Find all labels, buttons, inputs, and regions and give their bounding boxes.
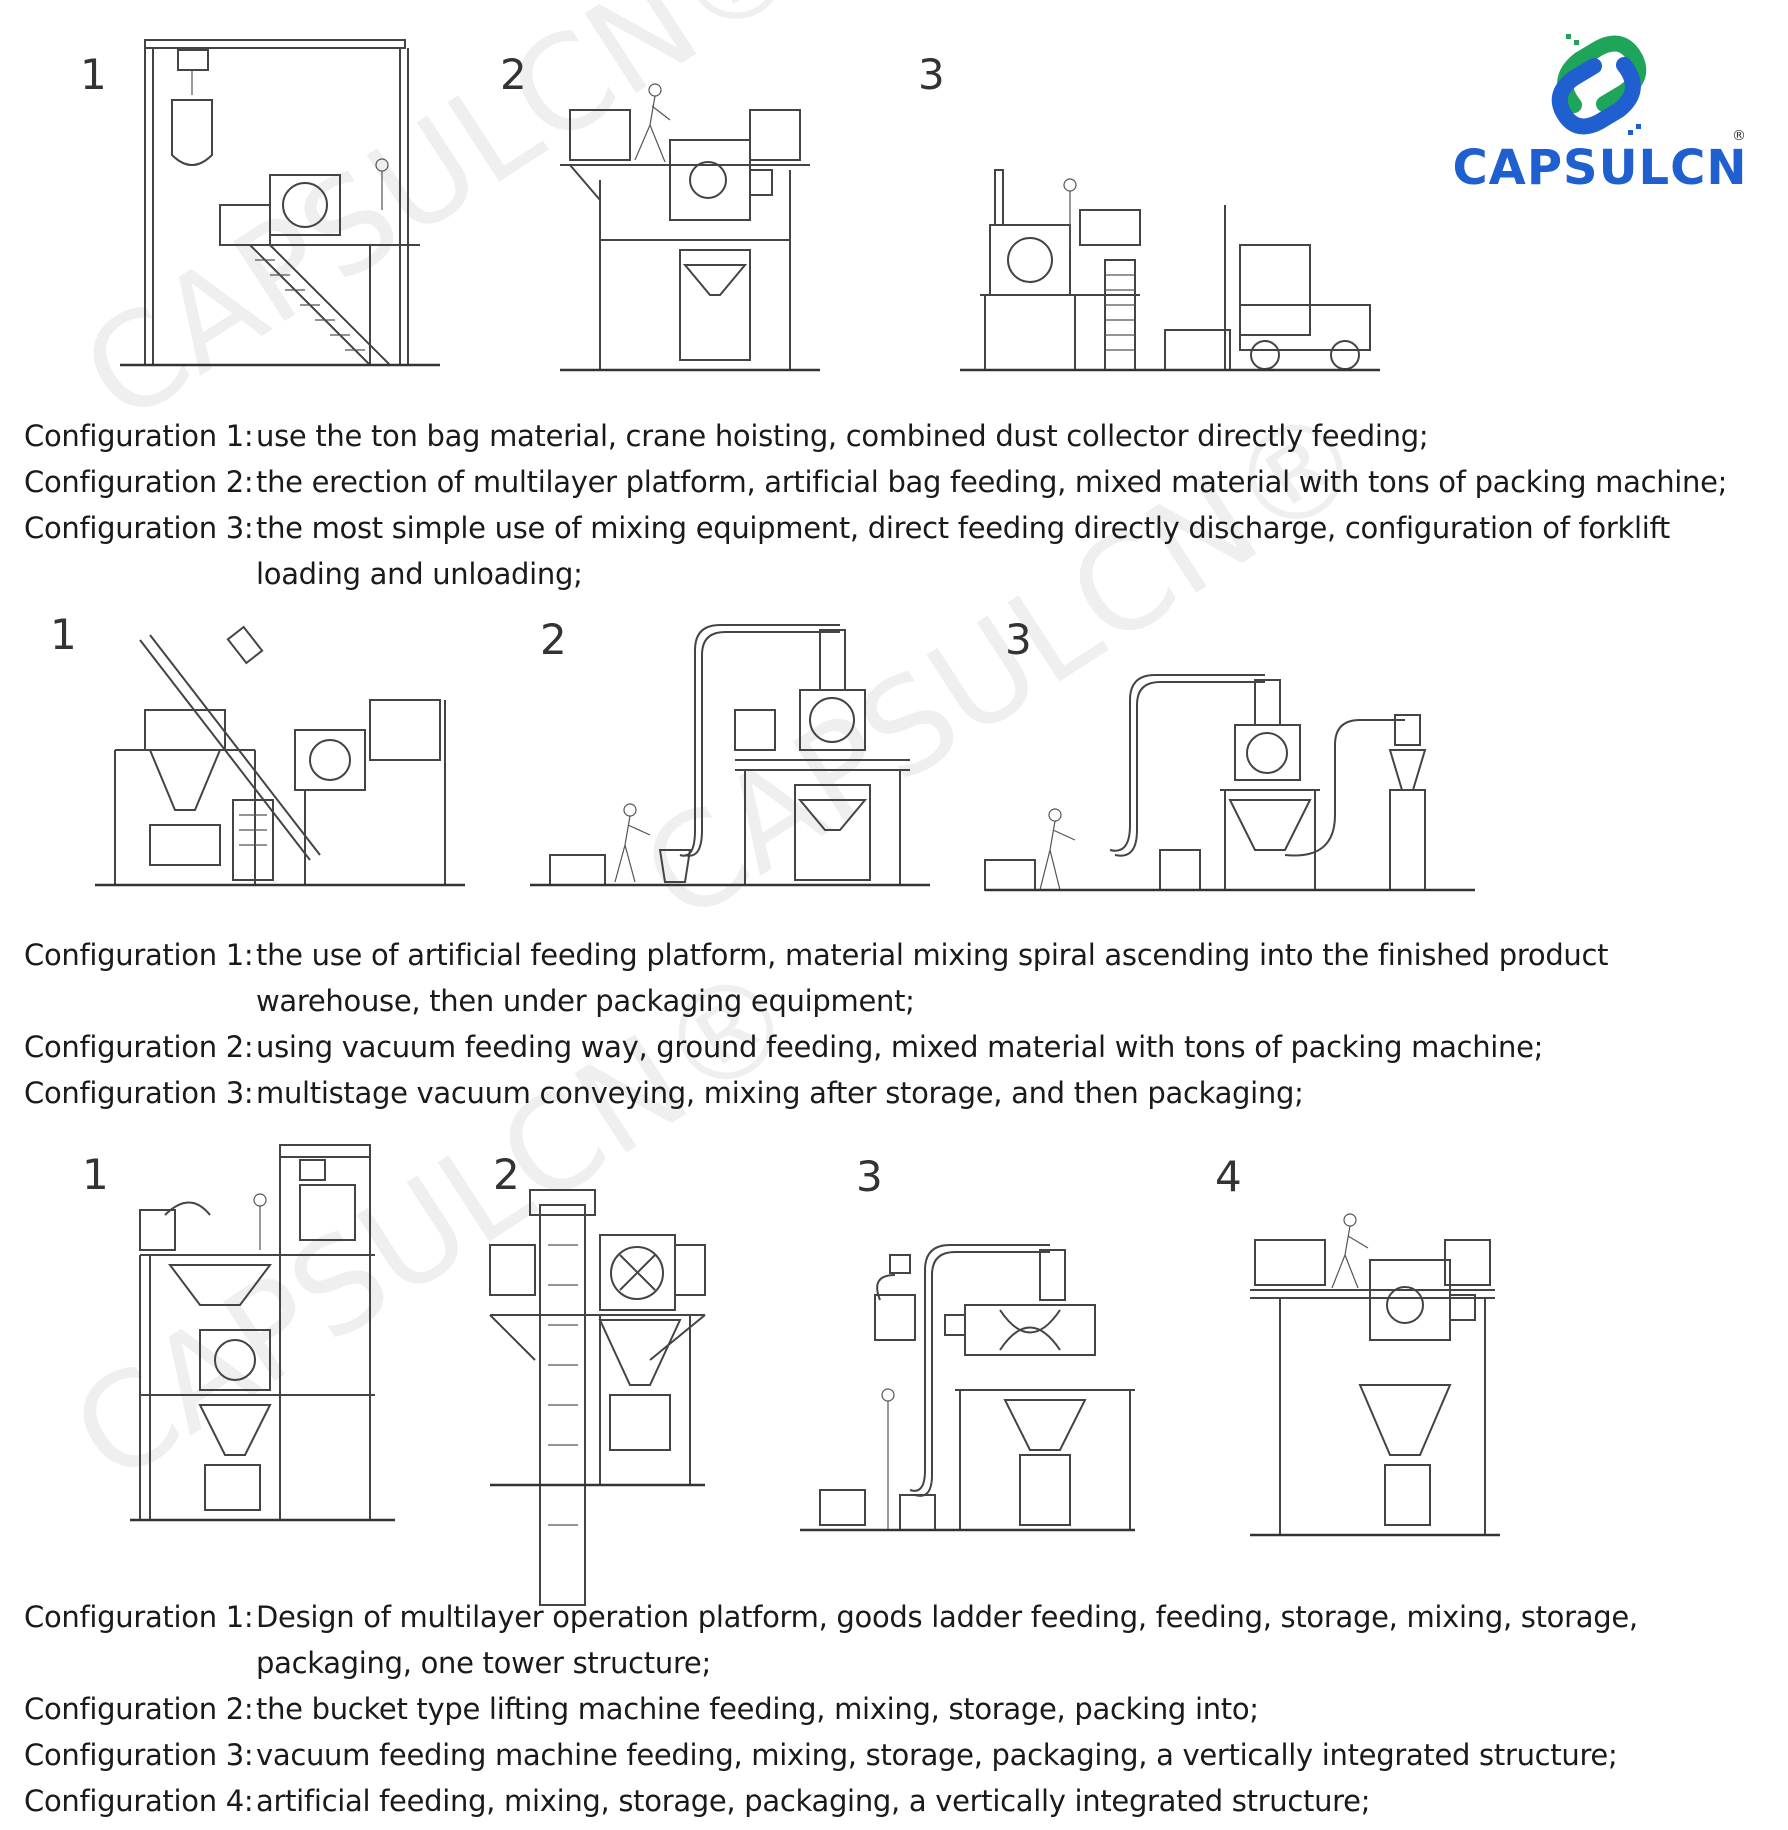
section-2: 1 2 3 <box>0 600 1788 1130</box>
diagram-spiral-ascending <box>95 620 465 895</box>
caption-text: using vacuum feeding way, ground feeding… <box>256 1030 1544 1064</box>
section-1: 1 2 3 <box>0 0 1788 600</box>
caption-item: Configuration 2: using vacuum feeding wa… <box>24 1024 1764 1070</box>
section-3: 1 2 3 4 <box>0 1130 1788 1830</box>
caption-label: Configuration 2: <box>24 1030 254 1064</box>
caption-label: Configuration 2: <box>24 1692 254 1726</box>
diagram-number: 3 <box>918 50 945 99</box>
diagram-multilayer-platform <box>560 80 820 380</box>
company-logo: CAPSULCN ® <box>1450 30 1750 200</box>
caption-list: Configuration 1: the use of artificial f… <box>24 932 1764 1116</box>
diagram-number: 2 <box>500 50 527 99</box>
caption-item: Configuration 3: the most simple use of … <box>24 505 1764 597</box>
caption-label: Configuration 3: <box>24 1076 254 1110</box>
logo-mark-icon <box>1551 34 1647 135</box>
diagram-number: 2 <box>540 615 567 664</box>
diagram-tower-structure <box>130 1145 395 1530</box>
diagram-artificial-feeding-tower <box>1250 1210 1500 1540</box>
caption-list: Configuration 1: Design of multilayer op… <box>24 1594 1764 1824</box>
diagram-forklift-loading <box>960 165 1380 380</box>
caption-item: Configuration 2: the bucket type lifting… <box>24 1686 1764 1732</box>
diagram-vacuum-feeding <box>530 620 930 895</box>
diagram-number: 3 <box>856 1152 883 1201</box>
caption-item: Configuration 3: vacuum feeding machine … <box>24 1732 1764 1778</box>
caption-text: use the ton bag material, crane hoisting… <box>256 419 1429 453</box>
caption-label: Configuration 1: <box>24 938 254 972</box>
caption-label: Configuration 2: <box>24 465 254 499</box>
caption-item: Configuration 1: use the ton bag materia… <box>24 413 1764 459</box>
caption-item: Configuration 4: artificial feeding, mix… <box>24 1778 1764 1824</box>
caption-text: artificial feeding, mixing, storage, pac… <box>256 1784 1371 1818</box>
caption-item: Configuration 2: the erection of multila… <box>24 459 1764 505</box>
caption-text: the use of artificial feeding platform, … <box>256 938 1609 1018</box>
diagram-bucket-elevator <box>490 1185 720 1605</box>
caption-label: Configuration 4: <box>24 1784 254 1818</box>
caption-label: Configuration 3: <box>24 1738 254 1772</box>
caption-item: Configuration 1: the use of artificial f… <box>24 932 1764 1024</box>
diagram-number: 4 <box>1215 1152 1242 1201</box>
caption-label: Configuration 1: <box>24 1600 254 1634</box>
diagram-number: 1 <box>50 610 77 659</box>
diagram-multistage-vacuum <box>985 665 1475 900</box>
caption-text: the erection of multilayer platform, art… <box>256 465 1728 499</box>
caption-item: Configuration 3: multistage vacuum conve… <box>24 1070 1764 1116</box>
caption-text: vacuum feeding machine feeding, mixing, … <box>256 1738 1618 1772</box>
diagram-vacuum-feeding-tower <box>800 1240 1135 1540</box>
diagram-number: 1 <box>82 1150 109 1199</box>
caption-text: multistage vacuum conveying, mixing afte… <box>256 1076 1304 1110</box>
diagram-number: 3 <box>1005 615 1032 664</box>
diagram-number: 2 <box>493 1150 520 1199</box>
caption-label: Configuration 3: <box>24 511 254 545</box>
caption-text: the bucket type lifting machine feeding,… <box>256 1692 1259 1726</box>
caption-text: Design of multilayer operation platform,… <box>256 1600 1638 1680</box>
caption-list: Configuration 1: use the ton bag materia… <box>24 413 1764 597</box>
logo-brand-text: CAPSULCN <box>1452 140 1748 196</box>
diagram-number: 1 <box>80 50 107 99</box>
caption-item: Configuration 1: Design of multilayer op… <box>24 1594 1764 1686</box>
caption-text: the most simple use of mixing equipment,… <box>256 511 1670 591</box>
registered-mark: ® <box>1732 128 1746 144</box>
diagram-crane-hoisting <box>120 35 440 375</box>
caption-label: Configuration 1: <box>24 419 254 453</box>
